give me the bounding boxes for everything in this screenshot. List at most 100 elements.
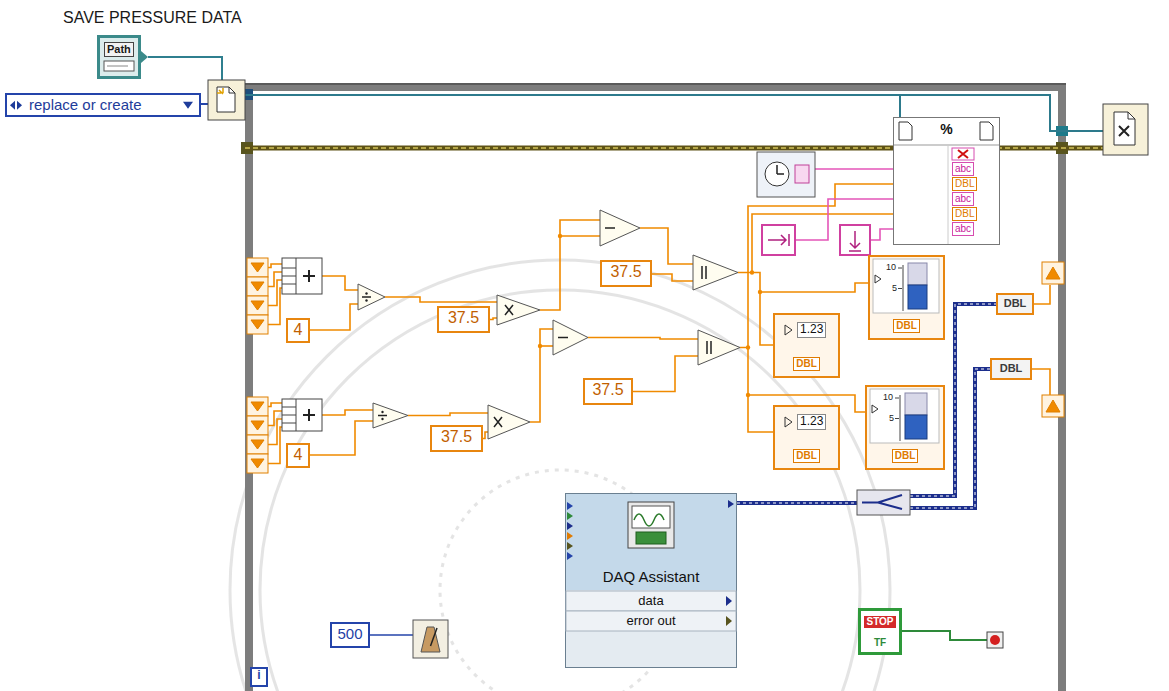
double-wire bbox=[490, 318, 497, 320]
wire-junction bbox=[750, 270, 754, 274]
integer-wire bbox=[370, 634, 413, 636]
arithmetic-function bbox=[600, 210, 640, 246]
enum-wire bbox=[201, 103, 208, 105]
path-control-arrow bbox=[141, 51, 148, 63]
arithmetic-function bbox=[358, 284, 385, 310]
scale-mark: 5 bbox=[889, 413, 894, 423]
slide-fill bbox=[908, 285, 927, 309]
format-into-file: %abcDBLabcDBLabc bbox=[893, 117, 1000, 245]
input-terminal bbox=[567, 512, 573, 520]
double-wire bbox=[268, 264, 282, 268]
shift-register-right bbox=[1042, 262, 1064, 417]
double-wire bbox=[385, 297, 497, 302]
input-terminal bbox=[567, 532, 573, 540]
scale-mark: 5 bbox=[892, 283, 897, 293]
compound-arithmetic bbox=[282, 258, 296, 294]
data-type: DBL bbox=[793, 357, 820, 371]
error-terminal bbox=[958, 150, 968, 158]
string-terminal: abc bbox=[952, 222, 974, 236]
arithmetic-function bbox=[698, 330, 740, 365]
double-wire bbox=[322, 410, 373, 415]
data-type: DBL bbox=[1000, 362, 1023, 375]
daq-icon bbox=[628, 502, 674, 548]
double-wire bbox=[408, 413, 488, 416]
boolean-wire bbox=[902, 631, 987, 640]
shift-register-left bbox=[251, 301, 264, 310]
function-glyph bbox=[362, 296, 371, 298]
double-wire bbox=[268, 403, 282, 407]
compound-arithmetic bbox=[282, 399, 322, 431]
shift-register-left bbox=[247, 315, 268, 334]
function-glyph-dot bbox=[365, 292, 367, 294]
shift-register-left bbox=[251, 421, 264, 430]
double-wire bbox=[652, 274, 693, 281]
split-signals-function bbox=[857, 490, 910, 515]
shift-register-right bbox=[1042, 262, 1064, 284]
numeric-constant: 37.5 bbox=[430, 425, 483, 452]
double-wire bbox=[640, 228, 693, 264]
scale-mark: 10 bbox=[886, 262, 896, 272]
function-glyph bbox=[702, 266, 706, 279]
double-wire bbox=[540, 220, 600, 310]
wire-junction bbox=[746, 345, 750, 349]
string-wire bbox=[815, 168, 893, 170]
output-terminal-arrow bbox=[726, 616, 732, 626]
numeric-constant: 37.5 bbox=[600, 260, 652, 287]
terminal-row bbox=[566, 591, 736, 611]
wait-ms-function bbox=[413, 620, 448, 658]
function-glyph bbox=[605, 227, 615, 229]
arithmetic-function bbox=[488, 405, 530, 439]
function-glyph bbox=[707, 341, 711, 354]
to-double-conversion: DBL bbox=[996, 293, 1034, 315]
function-glyph bbox=[378, 415, 387, 417]
wire-junction bbox=[538, 234, 762, 397]
shift-register-left bbox=[251, 263, 264, 272]
double-wire bbox=[1032, 369, 1050, 395]
shift-register-left bbox=[251, 282, 264, 291]
ring-text: replace or create bbox=[29, 96, 142, 113]
file-icon bbox=[980, 122, 993, 140]
path-wire bbox=[148, 57, 222, 80]
output-terminal: error out bbox=[626, 614, 675, 629]
function-glyph bbox=[362, 228, 711, 427]
terminal-symbol: i bbox=[257, 669, 260, 683]
shift-register-left bbox=[251, 320, 264, 329]
end-of-line-constant bbox=[849, 231, 861, 251]
open-file-function bbox=[208, 80, 245, 120]
path-control-arrow bbox=[141, 51, 148, 63]
compound-arithmetic bbox=[282, 258, 322, 431]
double-wire bbox=[310, 304, 358, 330]
iteration-terminal: i bbox=[250, 667, 268, 687]
double-wire bbox=[268, 288, 282, 325]
dynamic-data-wire bbox=[737, 304, 996, 508]
close-file-function bbox=[1128, 112, 1135, 119]
open-file-function bbox=[208, 80, 245, 120]
dynamic-data-wire bbox=[737, 304, 996, 508]
double-wire bbox=[322, 276, 358, 290]
tab-constant bbox=[762, 225, 795, 255]
slide-fill bbox=[905, 415, 927, 439]
arithmetic-function bbox=[553, 320, 588, 355]
shift-register-left bbox=[247, 454, 268, 473]
wait-ms-function bbox=[421, 627, 440, 652]
tab-constant bbox=[762, 225, 795, 255]
slide-panel bbox=[873, 259, 939, 313]
date-time-function bbox=[777, 165, 784, 174]
end-of-line-constant bbox=[840, 225, 870, 255]
date-time-function bbox=[765, 162, 789, 186]
arithmetic-function bbox=[373, 403, 408, 428]
function-glyph-dot bbox=[365, 299, 367, 301]
compound-arithmetic bbox=[303, 409, 315, 421]
shift-register-left bbox=[247, 258, 268, 473]
split-signals-function bbox=[862, 495, 902, 509]
double-wire bbox=[760, 283, 868, 292]
tab-constant bbox=[768, 234, 789, 246]
output-terminal-arrow bbox=[728, 500, 734, 508]
increment-arrow bbox=[10, 101, 15, 110]
shift-register-left bbox=[247, 296, 268, 315]
boolean-wire bbox=[902, 631, 987, 640]
slide-indicator: 105DBL bbox=[868, 255, 945, 340]
date-time-function bbox=[757, 152, 815, 197]
double-terminal: DBL bbox=[952, 177, 977, 191]
